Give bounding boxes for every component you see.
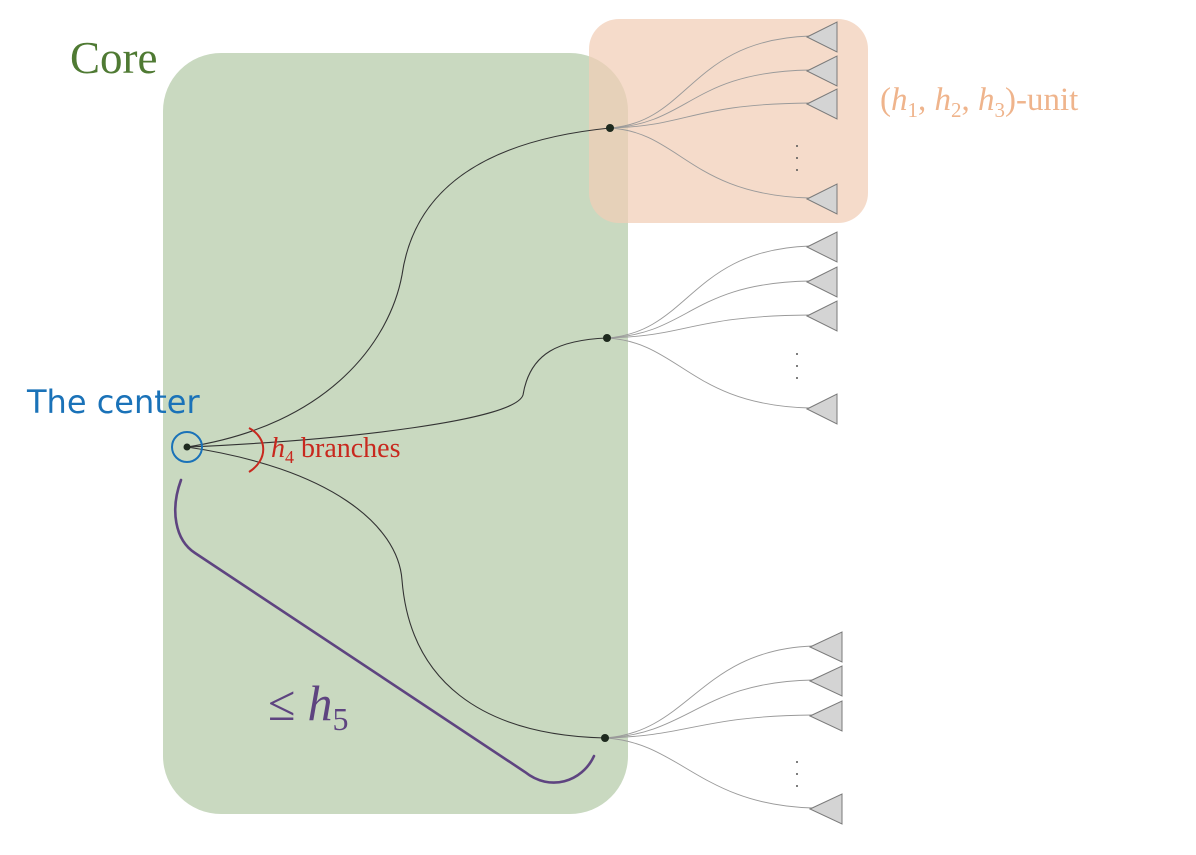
bottom-hub-branches: [604, 631, 843, 825]
leaf-triangle: [808, 700, 843, 732]
leaf-triangle: [808, 631, 843, 663]
unit-label: (h1, h2, h3)-unit: [880, 82, 1078, 122]
unit-sub2: 2: [951, 98, 962, 122]
top-hub-branches: [609, 21, 838, 215]
hub-middle-node: [603, 334, 611, 342]
unit-h1: h: [891, 82, 908, 118]
middle-hub-branches: [606, 231, 838, 425]
center-node-ring: [171, 431, 203, 463]
branches-text: branches: [294, 433, 401, 464]
depth-leq: ≤: [268, 675, 295, 731]
unit-open: (: [880, 82, 891, 118]
unit-close: ): [1005, 82, 1016, 118]
unit-comma2: ,: [962, 82, 979, 118]
edge-center-to-top-hub: [186, 127, 611, 448]
leaf-ellipses: [796, 145, 798, 787]
leaf-triangle: [805, 231, 838, 263]
edge-center-to-bottom-hub: [186, 446, 606, 739]
leaf-triangle: [805, 21, 838, 53]
leaf-triangle: [805, 300, 838, 332]
branches-bracket: [248, 427, 265, 473]
branches-var: h: [271, 433, 285, 464]
center-label: The center: [26, 383, 200, 421]
depth-var: h: [307, 675, 332, 731]
leaf-triangle: [805, 88, 838, 120]
hub-bottom-node: [601, 734, 609, 742]
unit-sub3: 3: [995, 98, 1006, 122]
center-node-dot: [183, 443, 191, 451]
hub-top-node: [606, 124, 614, 132]
core-label: Core: [70, 33, 157, 83]
depth-label: ≤h5: [268, 675, 348, 737]
branches-label: h4 branches: [271, 433, 401, 467]
leaf-triangle: [805, 393, 838, 425]
unit-h3: h: [978, 82, 995, 118]
leaf-triangle: [808, 665, 843, 697]
branches-sub: 4: [285, 447, 294, 467]
depth-sub: 5: [332, 701, 348, 737]
edge-center-to-middle-hub: [186, 337, 608, 448]
leaf-triangle: [805, 266, 838, 298]
depth-bracket: [174, 478, 596, 784]
unit-comma1: ,: [918, 82, 935, 118]
leaf-triangle: [805, 183, 838, 215]
leaf-triangle: [805, 55, 838, 87]
unit-suffix: -unit: [1016, 82, 1078, 118]
unit-sub1: 1: [908, 98, 919, 122]
main-edges: [186, 127, 611, 739]
core-region: [163, 53, 628, 814]
leaf-triangle: [808, 793, 843, 825]
unit-h2: h: [935, 82, 952, 118]
